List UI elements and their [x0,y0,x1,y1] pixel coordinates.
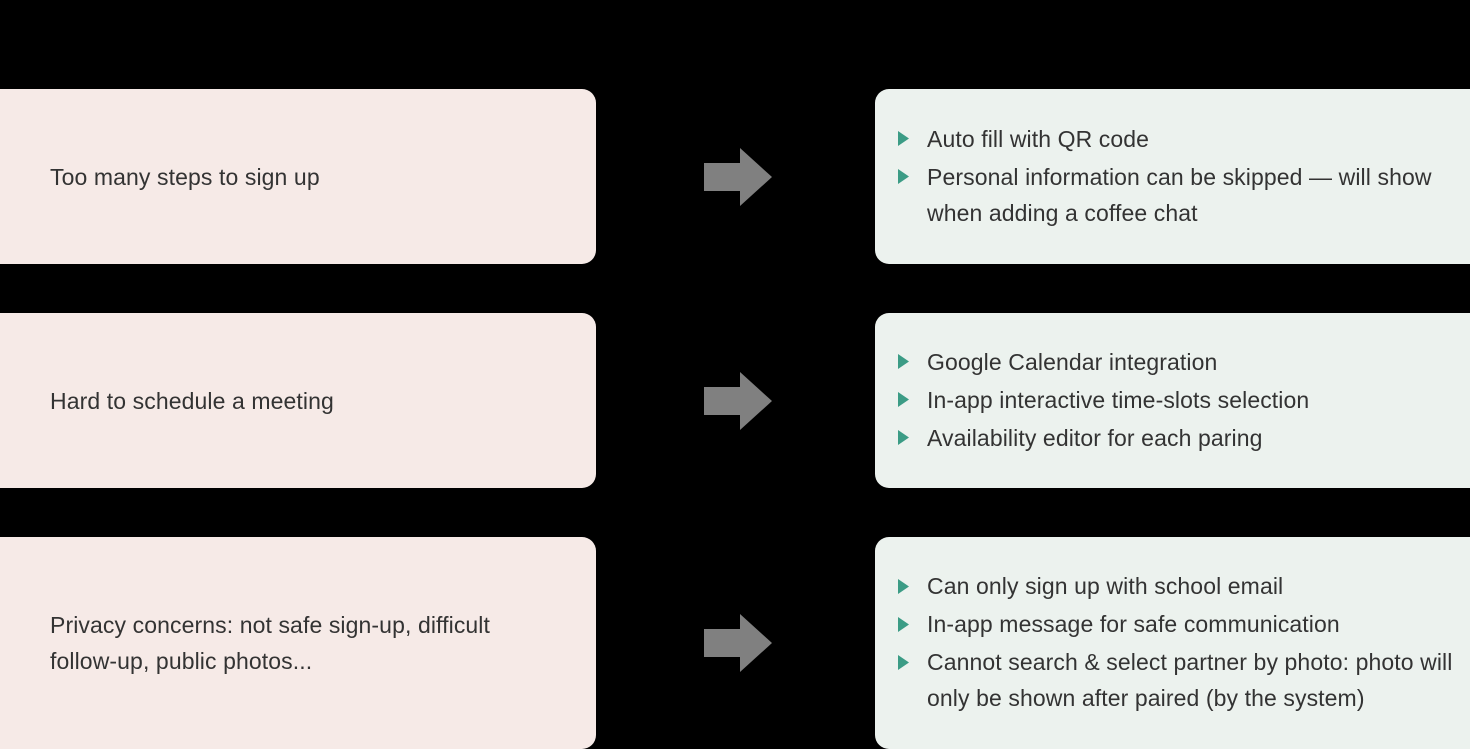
solution-text: Availability editor for each paring [927,424,1263,451]
solution-list: Google Calendar integration In-app inter… [897,344,1458,458]
problem-card: Hard to schedule a meeting [0,313,596,488]
solution-list: Auto fill with QR code Personal informat… [897,121,1458,233]
problem-text: Hard to schedule a meeting [50,387,334,414]
problem-card: Too many steps to sign up [0,89,596,264]
triangle-right-bullet-icon [897,568,909,604]
triangle-right-bullet-icon [897,159,909,195]
triangle-right-bullet-icon [897,382,909,418]
triangle-right-bullet-icon [897,344,909,380]
triangle-right-bullet-icon [897,644,909,680]
solution-text: In-app interactive time-slots selection [927,386,1310,413]
arrow-connector [703,89,773,264]
triangle-right-bullet-icon [897,121,909,157]
problem-text: Too many steps to sign up [50,163,320,190]
solution-text: Auto fill with QR code [927,125,1150,152]
right-block-arrow-icon [704,147,772,206]
triangle-right-bullet-icon [897,606,909,642]
list-item: Cannot search & select partner by photo:… [897,644,1458,716]
list-item: In-app interactive time-slots selection [897,382,1458,418]
solution-card: Can only sign up with school email In-ap… [875,537,1470,749]
right-block-arrow-icon [704,614,772,672]
right-block-arrow-icon [704,371,772,430]
list-item: In-app message for safe communication [897,606,1458,642]
problem-solution-row: Too many steps to sign up Auto fill with… [0,89,1470,264]
arrow-connector [703,537,773,749]
problem-solution-row: Hard to schedule a meeting Google Calend… [0,313,1470,488]
problem-card: Privacy concerns: not safe sign-up, diff… [0,537,596,749]
list-item: Availability editor for each paring [897,420,1458,456]
solution-text: Can only sign up with school email [927,573,1284,599]
arrow-connector [703,313,773,488]
list-item: Google Calendar integration [897,344,1458,380]
solution-list: Can only sign up with school email In-ap… [897,568,1458,718]
solution-text: In-app message for safe communication [927,611,1340,637]
triangle-right-bullet-icon [897,420,909,456]
solution-text: Cannot search & select partner by photo:… [927,649,1453,711]
list-item: Can only sign up with school email [897,568,1458,604]
solution-text: Google Calendar integration [927,348,1218,375]
problem-solution-row: Privacy concerns: not safe sign-up, diff… [0,537,1470,749]
list-item: Auto fill with QR code [897,121,1458,157]
solution-card: Auto fill with QR code Personal informat… [875,89,1470,264]
solution-text: Personal information can be skipped — wi… [927,163,1432,226]
solution-card: Google Calendar integration In-app inter… [875,313,1470,488]
list-item: Personal information can be skipped — wi… [897,159,1458,231]
problem-text: Privacy concerns: not safe sign-up, diff… [50,612,491,674]
